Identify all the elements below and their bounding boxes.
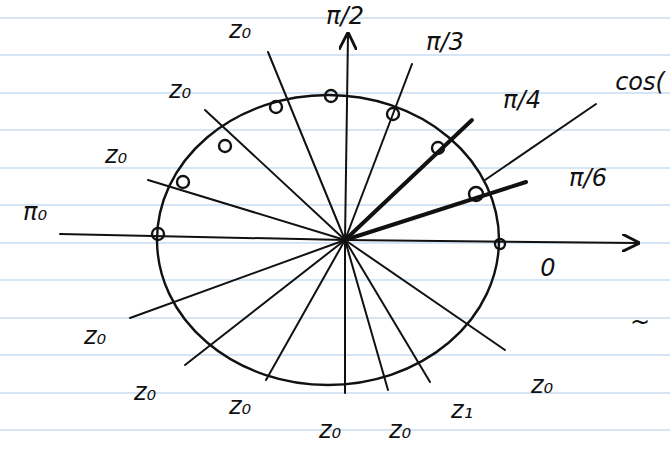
- angle-label: z₀: [229, 394, 251, 418]
- radius-lines: [60, 34, 638, 393]
- angle-label: z₀: [84, 324, 106, 348]
- angle-label: ~: [630, 310, 650, 334]
- angle-label: cos(: [615, 70, 665, 94]
- angle-label: π/4: [503, 88, 541, 112]
- angle-label: z₀: [531, 373, 553, 397]
- angle-label: z₀: [229, 18, 251, 42]
- angle-label: π/3: [426, 30, 464, 54]
- angle-label: π/2: [326, 4, 364, 28]
- angle-label: z₁: [451, 398, 473, 422]
- angle-label: z₀: [319, 418, 341, 442]
- angle-label: 0: [540, 256, 555, 280]
- angle-label: z₀: [169, 78, 191, 102]
- angle-label: z₀: [389, 418, 411, 442]
- angle-label: π/6: [569, 166, 607, 190]
- notebook-lines: [0, 18, 670, 430]
- angle-label: z₀: [105, 143, 127, 167]
- angle-label: z₀: [134, 380, 156, 404]
- angle-dots: [152, 90, 505, 249]
- angle-label: π₀: [23, 200, 47, 224]
